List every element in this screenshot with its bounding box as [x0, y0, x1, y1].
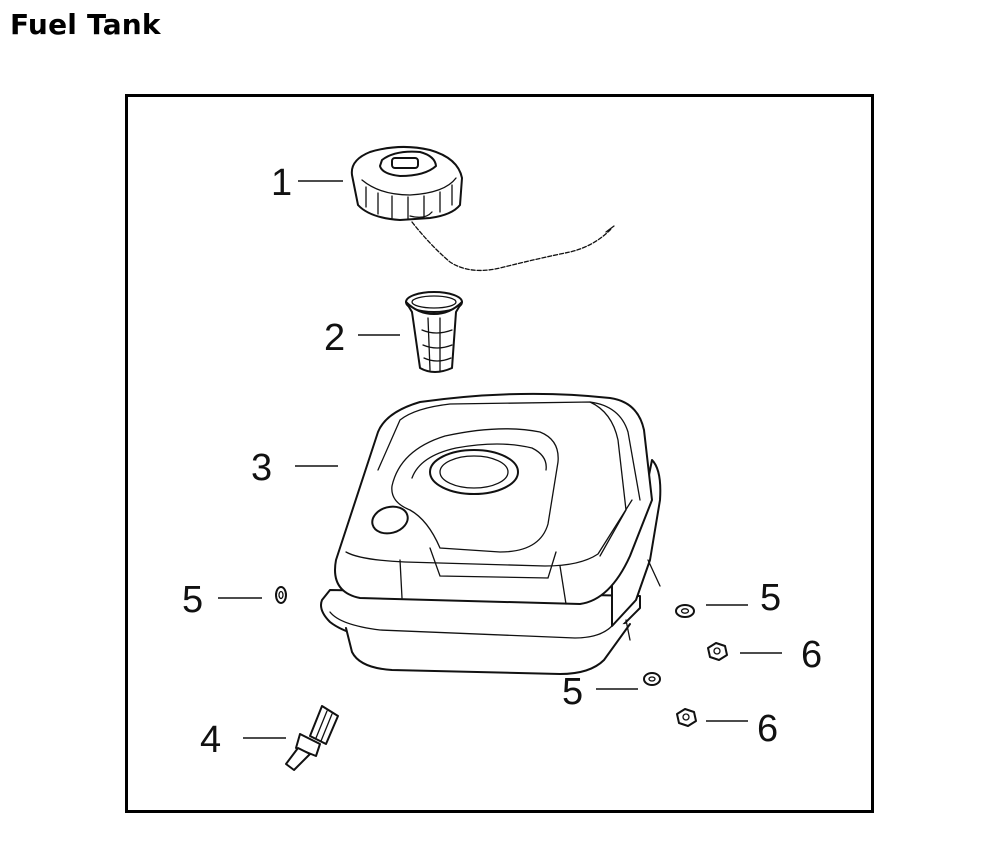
callout-label: 5 [182, 579, 203, 621]
callout-label: 2 [324, 317, 345, 359]
callout-label: 5 [562, 671, 583, 713]
callout-label: 6 [801, 634, 822, 676]
leader-lines [218, 180, 782, 739]
nut-lower[interactable] [676, 708, 697, 727]
fuel-strainer[interactable] [405, 291, 463, 373]
callout-label: 1 [271, 162, 292, 204]
fuel-valve[interactable] [285, 705, 339, 771]
nut-upper[interactable] [707, 642, 728, 661]
diagram-frame [125, 94, 874, 813]
page-title: Fuel Tank [10, 8, 161, 41]
washer-left[interactable] [275, 586, 287, 604]
fuel-cap-chain [411, 221, 615, 272]
callout-label: 5 [760, 577, 781, 619]
callout-label: 4 [200, 719, 221, 761]
callout-label: 3 [251, 447, 272, 489]
fuel-cap[interactable] [350, 146, 463, 221]
washer-right-lower[interactable] [643, 672, 661, 686]
washer-right-upper[interactable] [675, 604, 695, 618]
callout-label: 6 [757, 708, 778, 750]
fuel-tank[interactable] [320, 392, 662, 675]
